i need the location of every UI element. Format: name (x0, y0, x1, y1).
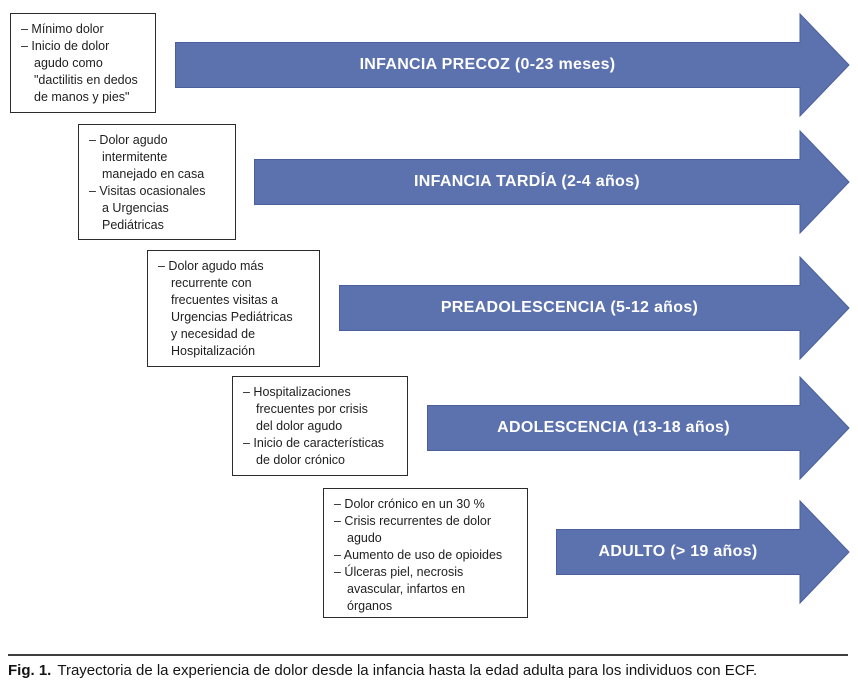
figure-number: Fig. 1. (8, 662, 52, 679)
note-bullet: – Aumento de uso de opioides (334, 548, 503, 562)
note-bullet: – Inicio de características de dolor cró… (243, 436, 385, 467)
note-box-infancia-tardia: – Dolor agudo intermitente manejado en c… (78, 124, 236, 240)
arrow-right-icon (175, 13, 850, 117)
arrow-right-icon (254, 130, 850, 234)
note-bullet: – Mínimo dolor (21, 22, 104, 36)
stage-label-infancia-precoz: INFANCIA PRECOZ (0-23 meses) (359, 56, 616, 73)
stage-arrow-infancia-precoz: INFANCIA PRECOZ (0-23 meses) (175, 13, 850, 117)
note-bullet: – Hospitalizaciones frecuentes por crisi… (243, 385, 368, 433)
note-bullet: – Crisis recurrentes de dolor agudo (334, 514, 492, 545)
note-bullet: – Inicio de dolor agudo como "dactilitis… (21, 39, 138, 104)
note-box-preadolescencia: – Dolor agudo más recurrente con frecuen… (147, 250, 320, 367)
arrow-right-icon (427, 376, 850, 480)
figure-caption: Fig. 1. Trayectoria de la experiencia de … (8, 661, 757, 680)
stage-arrow-adolescencia: ADOLESCENCIA (13-18 años) (427, 376, 850, 480)
note-box-adulto: – Dolor crónico en un 30 % – Crisis recu… (323, 488, 528, 618)
arrow-right-icon (339, 256, 850, 360)
arrow-right-icon (556, 500, 850, 604)
note-bullet: – Visitas ocasionales a Urgencias Pediát… (89, 184, 206, 232)
stage-arrow-adulto: ADULTO (> 19 años) (556, 500, 850, 604)
figure-caption-text: Trayectoria de la experiencia de dolor d… (57, 662, 758, 679)
stage-arrow-preadolescencia: PREADOLESCENCIA (5-12 años) (339, 256, 850, 360)
stage-label-adulto: ADULTO (> 19 años) (598, 543, 758, 560)
stage-label-adolescencia: ADOLESCENCIA (13-18 años) (497, 419, 730, 436)
stage-arrow-infancia-tardia: INFANCIA TARDÍA (2-4 años) (254, 130, 850, 234)
note-bullet: – Dolor crónico en un 30 % (334, 497, 485, 511)
note-box-adolescencia: – Hospitalizaciones frecuentes por crisi… (232, 376, 408, 476)
stage-label-preadolescencia: PREADOLESCENCIA (5-12 años) (440, 299, 699, 316)
note-box-infancia-precoz: – Mínimo dolor – Inicio de dolor agudo c… (10, 13, 156, 113)
note-bullet: – Dolor agudo intermitente manejado en c… (89, 133, 205, 181)
note-bullet: – Dolor agudo más recurrente con frecuen… (158, 259, 293, 358)
caption-divider (8, 654, 848, 656)
stage-label-infancia-tardia: INFANCIA TARDÍA (2-4 años) (414, 173, 640, 190)
note-bullet: – Úlceras piel, necrosis avascular, infa… (334, 565, 466, 613)
